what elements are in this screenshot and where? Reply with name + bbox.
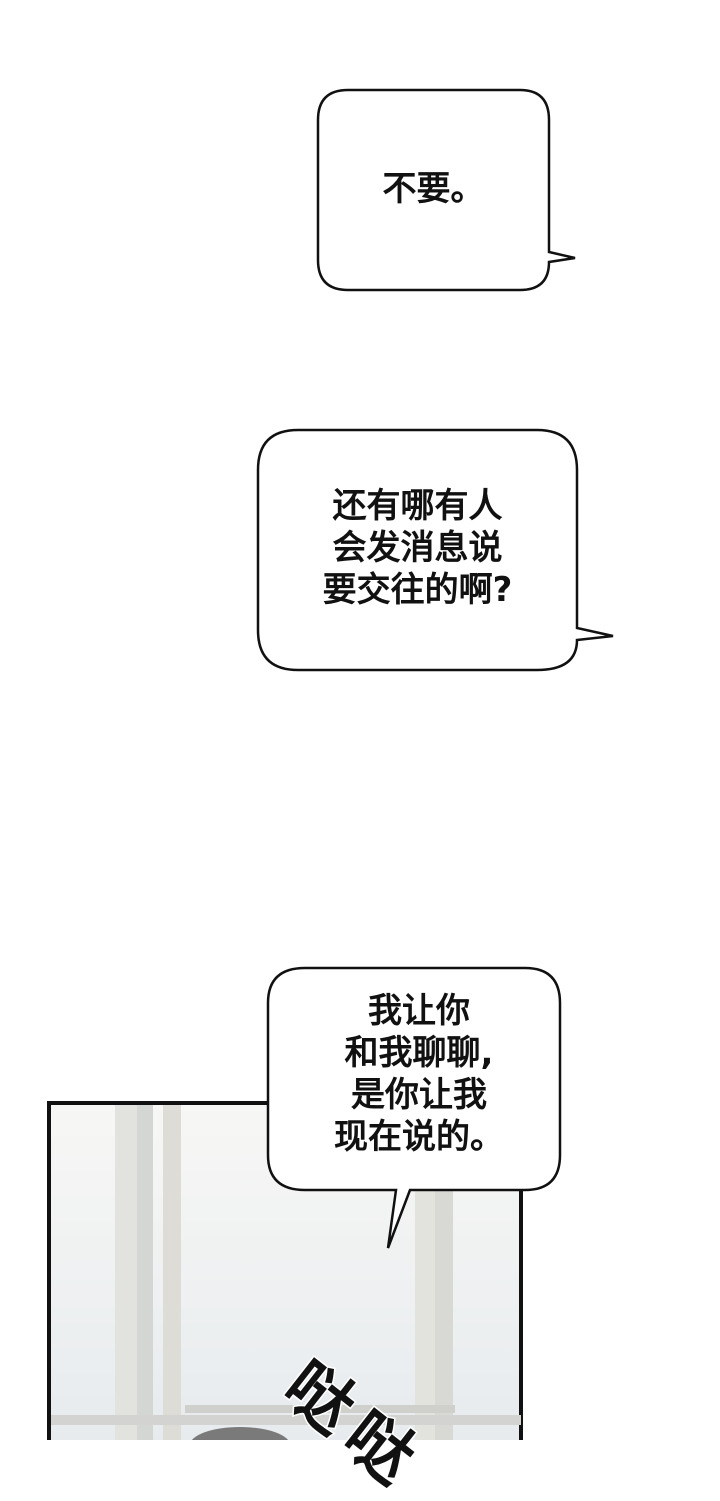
bubble-2-text: 还有哪有人会发消息说要交往的啊? — [258, 485, 577, 611]
bubble-3-line: 和我聊聊, — [344, 1033, 494, 1073]
bubble-2-line: 会发消息说 — [332, 528, 503, 568]
bubble-3-line: 现在说的。 — [334, 1117, 504, 1157]
bubble-2-line: 要交往的啊? — [322, 570, 513, 610]
bubble-3-line: 我让你 — [368, 991, 470, 1031]
bubble-3-shape — [266, 966, 562, 1249]
bubble-3-line: 是你让我 — [351, 1075, 487, 1115]
bubble-3-text: 我让你和我聊聊,是你让我现在说的。 — [278, 990, 560, 1158]
bubble-1-shape — [316, 88, 576, 292]
bubble-2-shape — [256, 428, 614, 672]
bubble-1-text: 不要。 — [382, 169, 485, 209]
comic-art — [47, 88, 614, 1440]
bubble-2-line: 还有哪有人 — [332, 486, 503, 526]
